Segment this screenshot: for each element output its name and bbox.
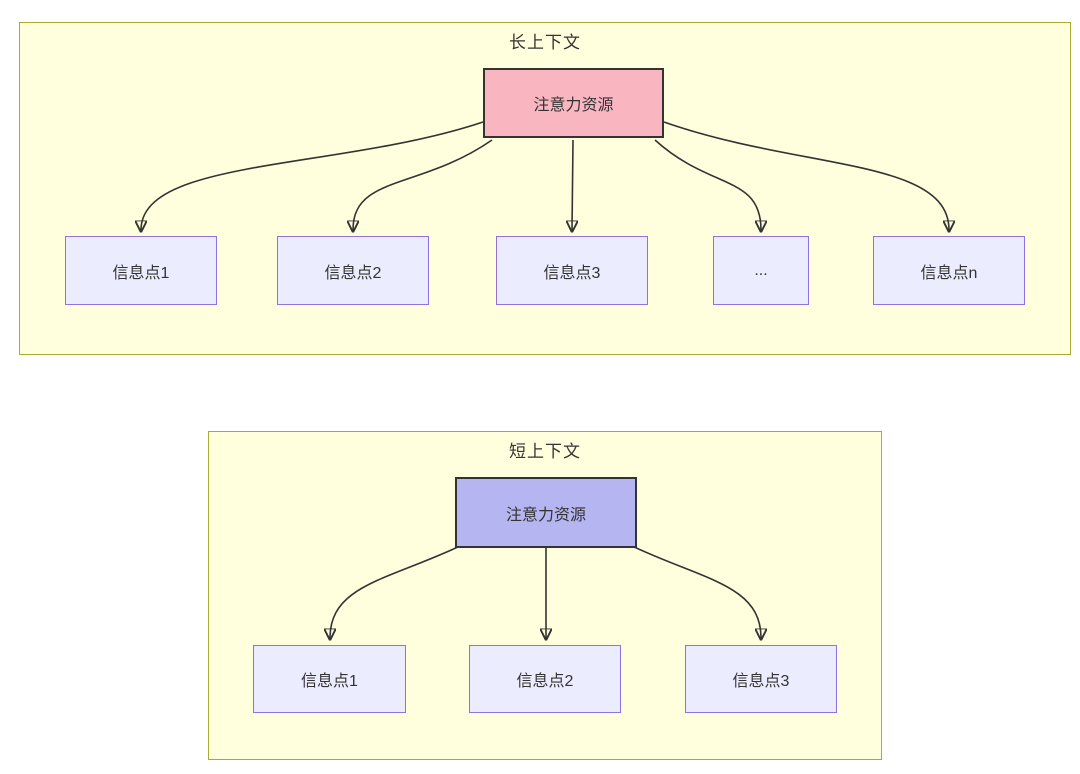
long-attention-resource-label: 注意力资源 bbox=[533, 97, 614, 114]
short-info-node-1-label: 信息点1 bbox=[301, 673, 358, 690]
short-attention-resource-label: 注意力资源 bbox=[505, 506, 586, 524]
long-info-node-3-label: 信息点3 bbox=[543, 264, 601, 282]
long-info-node-1-label: 信息点1 bbox=[112, 264, 170, 282]
long-info-node-2: 信息点2 bbox=[277, 236, 429, 305]
long-info-node-3: 信息点3 bbox=[496, 236, 648, 305]
long-info-node-1: 信息点1 bbox=[65, 236, 217, 305]
long-info-node-ellipsis: ... bbox=[713, 236, 809, 305]
long-info-node-n: 信息点n bbox=[873, 236, 1025, 305]
short-info-node-1: 信息点1 bbox=[253, 645, 406, 713]
long-info-node-ellipsis-label: ... bbox=[754, 261, 768, 279]
short-context-panel-title: 短上下文 bbox=[509, 442, 581, 461]
long-info-node-2-label: 信息点2 bbox=[324, 264, 382, 282]
long-info-node-n-label: 信息点n bbox=[920, 264, 978, 282]
short-info-node-3: 信息点3 bbox=[685, 645, 837, 713]
short-info-node-3-label: 信息点3 bbox=[732, 673, 790, 690]
long-attention-resource-node: 注意力资源 bbox=[483, 68, 664, 138]
short-attention-resource-node: 注意力资源 bbox=[455, 477, 637, 548]
short-info-node-2: 信息点2 bbox=[469, 645, 621, 713]
long-context-panel-title: 长上下文 bbox=[509, 33, 581, 52]
short-info-node-2-label: 信息点2 bbox=[516, 673, 574, 690]
